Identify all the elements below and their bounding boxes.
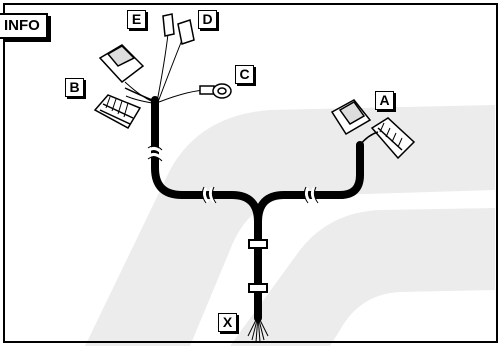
diagram-frame: [3, 3, 498, 343]
break-mark-outlines: [147, 145, 319, 204]
harness-clips: [248, 239, 268, 293]
watermark-logo: [85, 105, 495, 346]
connector-b: [93, 44, 153, 130]
label-x: X: [218, 313, 237, 332]
label-b: B: [65, 78, 84, 97]
break-marks: [148, 146, 318, 203]
ring-terminal-c: [199, 83, 232, 99]
plug-connectors-de: [162, 13, 195, 45]
label-d: D: [198, 10, 217, 29]
harness-trunk: [151, 96, 364, 322]
label-e: E: [127, 10, 146, 29]
label-c: C: [235, 65, 254, 84]
loose-wire-ends-x: [247, 315, 269, 343]
info-badge: INFO: [0, 13, 48, 39]
label-a: A: [375, 91, 394, 110]
connector-a: [330, 99, 416, 160]
